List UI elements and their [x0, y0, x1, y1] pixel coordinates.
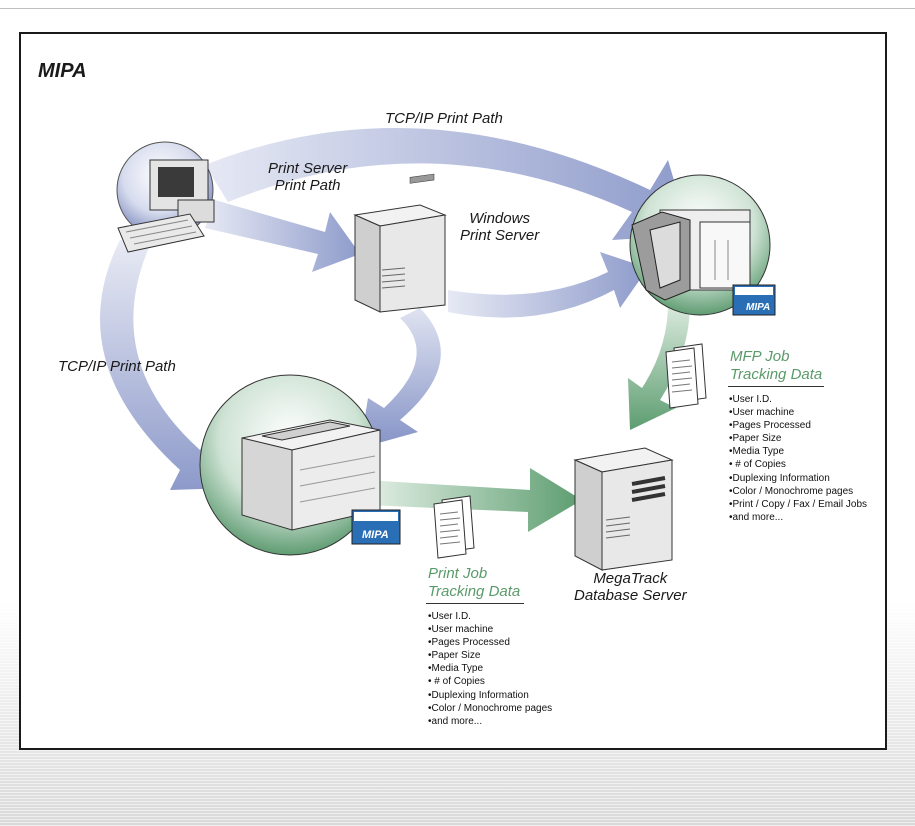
diagram-title: MIPA — [38, 60, 87, 82]
print-tracking-rule — [426, 603, 524, 604]
list-item: # of Copies — [729, 458, 867, 471]
list-item: Print / Copy / Fax / Email Jobs — [729, 498, 868, 511]
list-item: Duplexing Information — [428, 689, 552, 702]
list-item: User machine — [428, 623, 552, 636]
print-tracking-list: User I.D. User machine Pages Processed P… — [428, 610, 553, 728]
mfp-tracking-list: User I.D. User machine Pages Processed P… — [729, 393, 868, 524]
computer-node — [116, 141, 215, 253]
label-megatrack-server: MegaTrack Database Server — [574, 570, 687, 605]
list-item: Paper Size — [428, 649, 552, 662]
list-item: and more... — [428, 715, 552, 728]
windows-print-server-node — [353, 173, 447, 313]
printer-node: MIPA — [199, 374, 401, 556]
list-item: Media Type — [428, 662, 552, 675]
list-item: Color / Monochrome pages — [729, 485, 867, 498]
label-tcpip-top: TCP/IP Print Path — [385, 110, 503, 127]
label-print-server-path: Print Server Print Path — [268, 160, 348, 195]
list-item: Pages Processed — [729, 419, 867, 432]
arrow-pc-to-server — [205, 200, 360, 272]
label-tcpip-left: TCP/IP Print Path — [58, 358, 176, 375]
arrow-server-to-printer — [360, 308, 441, 448]
list-item: Color / Monochrome pages — [428, 702, 553, 715]
arrow-server-to-mfp — [448, 252, 648, 318]
list-item: User machine — [729, 406, 867, 419]
list-item: User I.D. — [729, 393, 867, 406]
arrow-printer-to-megatrack — [365, 468, 582, 532]
list-item: Media Type — [729, 445, 867, 458]
list-item: # of Copies — [428, 675, 552, 688]
list-item: Duplexing Information — [729, 472, 867, 485]
print-tracking-heading: Print Job Tracking Data — [428, 565, 521, 600]
list-item: and more... — [729, 511, 867, 524]
top-rule — [0, 8, 915, 9]
list-item: User I.D. — [428, 610, 552, 623]
list-item: Paper Size — [729, 432, 867, 445]
arrow-tcpip-top — [205, 127, 690, 240]
mfp-node: MIPA — [629, 174, 776, 316]
label-windows-print-server: Windows Print Server — [460, 210, 540, 245]
mfp-tracking-document-icon — [665, 343, 707, 409]
mfp-tracking-heading: MFP Job Tracking Data — [730, 348, 823, 383]
list-item: Pages Processed — [428, 636, 552, 649]
mfp-badge-logo: MIPA — [746, 302, 770, 313]
arrow-tcpip-left — [100, 240, 232, 490]
megatrack-server-node — [573, 447, 674, 571]
printer-badge-logo: MIPA — [362, 529, 389, 541]
arrow-mfp-to-megatrack — [628, 295, 691, 430]
mfp-tracking-rule — [728, 386, 824, 387]
print-tracking-document-icon — [433, 495, 475, 559]
